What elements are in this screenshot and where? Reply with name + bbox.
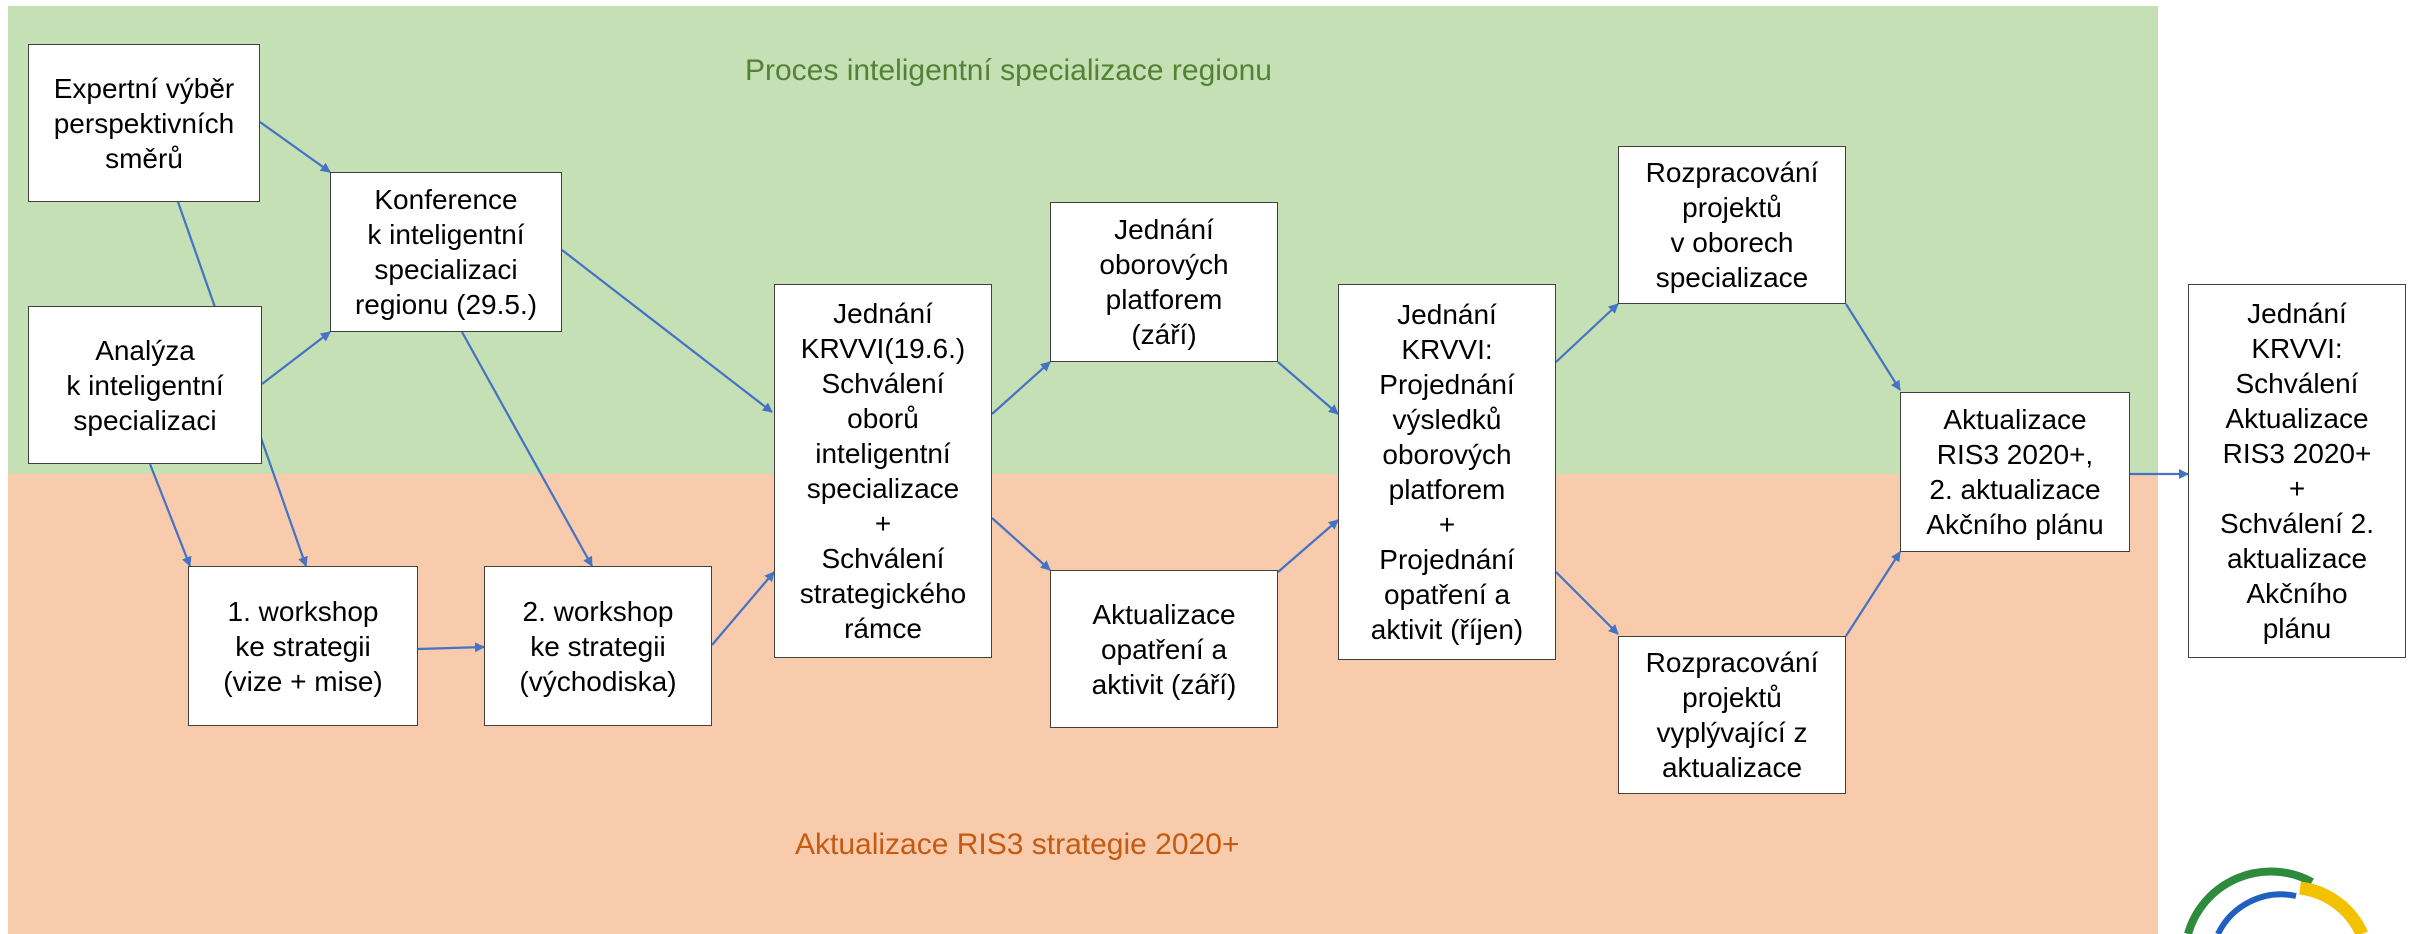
box-aktualizace-ris3: Aktualizace RIS3 2020+, 2. aktualizace A… [1900,392,2130,552]
arrow-workshop2-jednani1 [711,571,775,646]
arrow-konference-workshop2 [461,331,593,567]
box-expertni-vyber: Expertní výběr perspektivních směrů [28,44,260,202]
box-jednani-krvvi-3: Jednání KRVVI: Schválení Aktualizace RIS… [2188,284,2406,658]
arrow-rozpracovani1-aktualizace [1845,303,1901,391]
box-jednani-krvvi-1: Jednání KRVVI(19.6.) Schválení oborů int… [774,284,992,658]
arrow-opatreni-jednani2 [1277,519,1339,573]
box-rozpracovani-aktualizace: Rozpracování projektů vyplývající z aktu… [1618,636,1846,794]
band-title-top: Proces inteligentní specializace regionu [745,54,1272,87]
arrow-jednani1-opatreni [991,517,1051,571]
arrow-jednani1-platforem [991,361,1051,415]
arrow-konference-jednani1 [561,249,773,413]
arrow-rozpracovani2-aktualizace [1845,551,1901,637]
arrow-analyza-workshop1 [148,463,192,567]
arrow-jednani2-rozpracovani1 [1555,303,1619,363]
arrow-jednani2-rozpracovani2 [1555,571,1619,635]
arrow-expertni-konference [259,121,331,173]
box-konference: Konference k inteligentní specializaci r… [330,172,562,332]
arrow-workshop1-workshop2 [417,642,485,653]
box-jednani-krvvi-2: Jednání KRVVI: Projednání výsledků oboro… [1338,284,1556,660]
box-analyza: Analýza k inteligentní specializaci [28,306,262,464]
box-workshop-1: 1. workshop ke strategii (vize + mise) [188,566,418,726]
arrow-analyza-konference [261,331,331,385]
box-aktualizace-opatreni: Aktualizace opatření a aktivit (září) [1050,570,1278,728]
arrow-platforem-jednani2 [1277,361,1339,415]
box-workshop-2: 2. workshop ke strategii (východiska) [484,566,712,726]
band-title-bottom: Aktualizace RIS3 strategie 2020+ [795,828,1240,861]
box-rozpracovani-oborech: Rozpracování projektů v oborech speciali… [1618,146,1846,304]
box-jednani-platforem: Jednání oborových platforem (září) [1050,202,1278,362]
